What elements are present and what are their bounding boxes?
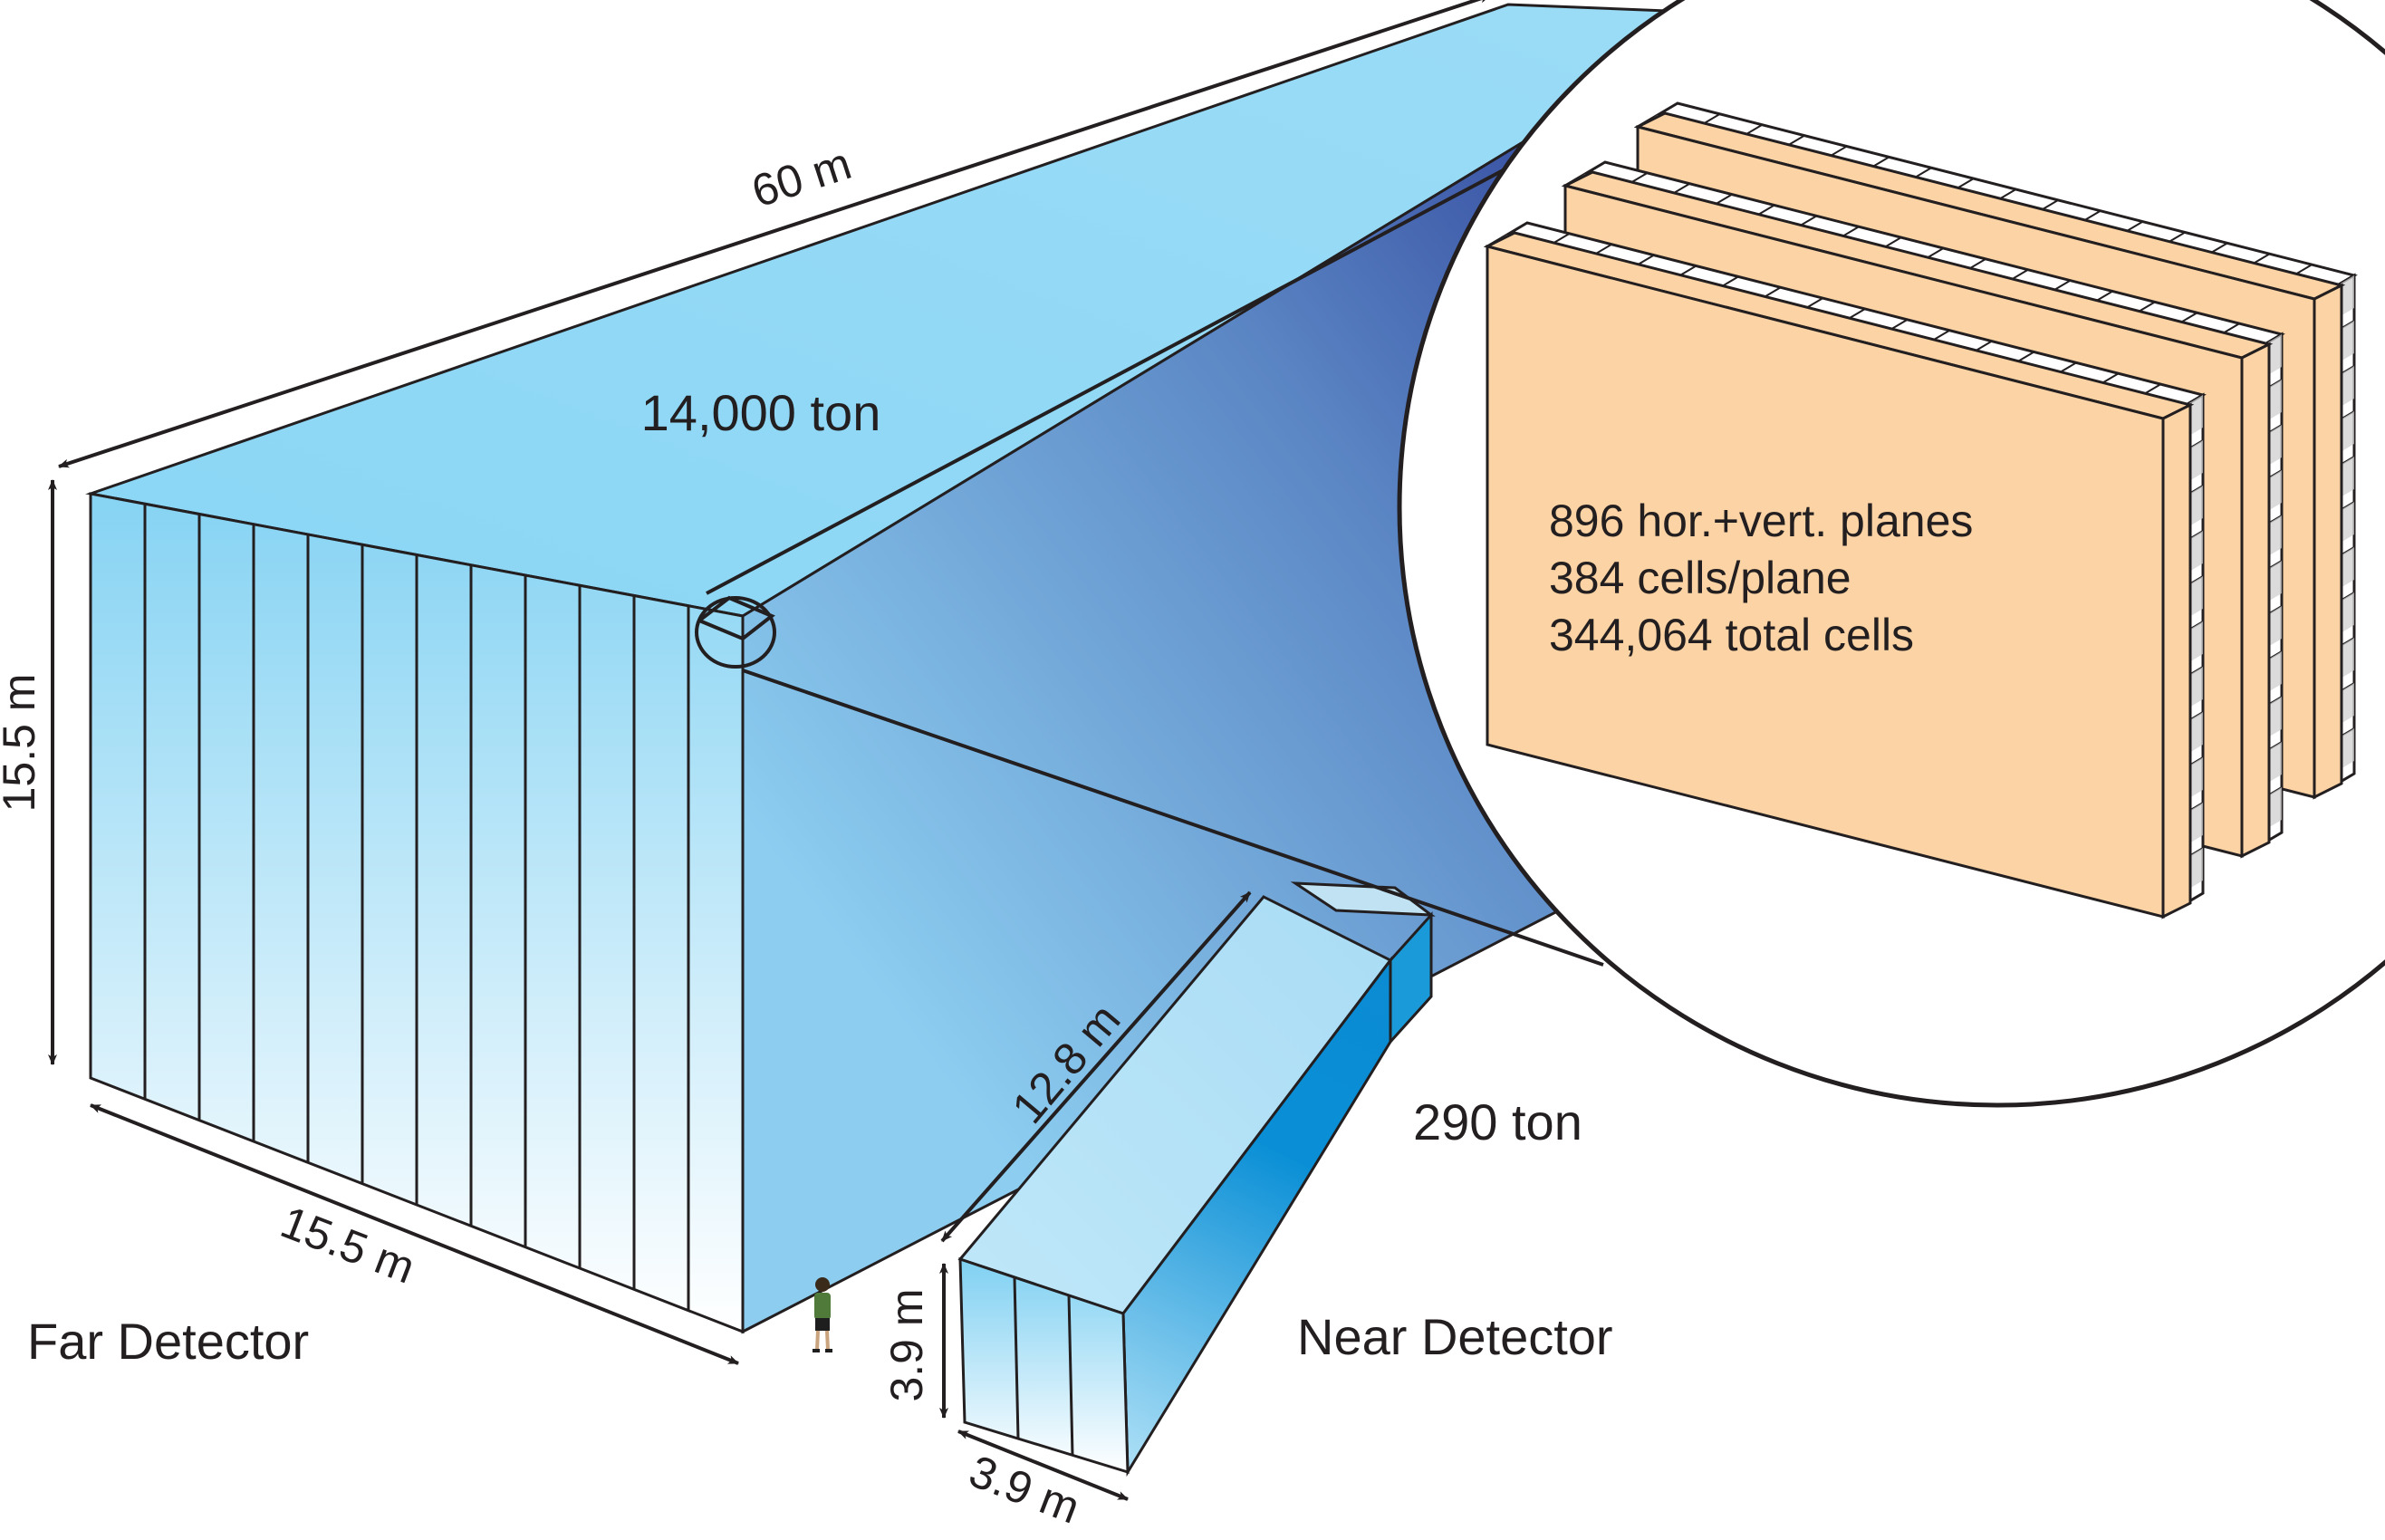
far-width-arrow bbox=[90, 1103, 739, 1365]
plane-face bbox=[1486, 245, 2165, 919]
far-length-label: 60 m bbox=[745, 138, 857, 217]
plane-side-edge bbox=[2313, 283, 2343, 800]
near-width-arrow bbox=[957, 1429, 1129, 1501]
zoom-circle-outline bbox=[1397, 0, 2385, 1108]
far-length-arrow bbox=[58, 0, 1491, 468]
plane-side-edge bbox=[2161, 402, 2192, 919]
zoom-source-cube bbox=[697, 595, 775, 641]
plane-side-edge bbox=[2240, 342, 2271, 859]
far-height-label: 15.5 m bbox=[0, 674, 44, 813]
plane-stack bbox=[1483, 101, 2358, 919]
near-detector-module-line bbox=[1067, 1295, 1074, 1457]
near-height-label: 3.9 m bbox=[881, 1288, 932, 1401]
near-detector-module-line bbox=[1013, 1276, 1020, 1439]
zoom-guide-line bbox=[742, 669, 1604, 967]
cells-zoom-inset bbox=[1397, 0, 2385, 1108]
near-length-arrow bbox=[940, 890, 1252, 1243]
far-width-label: 15.5 m bbox=[274, 1197, 422, 1294]
far-mass-label: 14,000 ton bbox=[641, 384, 881, 441]
cells-info-line-3: 344,064 total cells bbox=[1549, 610, 1914, 660]
near-detector-name: Near Detector bbox=[1297, 1308, 1613, 1365]
far-detector-name: Far Detector bbox=[27, 1313, 309, 1370]
near-mass-label: 290 ton bbox=[1413, 1093, 1582, 1150]
cells-info-line-2: 384 cells/plane bbox=[1549, 553, 1851, 603]
cells-info-line-1: 896 hor.+vert. planes bbox=[1549, 496, 1973, 546]
dimension-arrows bbox=[48, 0, 1491, 1501]
detector-plane bbox=[1483, 221, 2207, 919]
zoom-source-ellipse bbox=[695, 596, 776, 669]
person-scale-figure bbox=[813, 1277, 832, 1352]
